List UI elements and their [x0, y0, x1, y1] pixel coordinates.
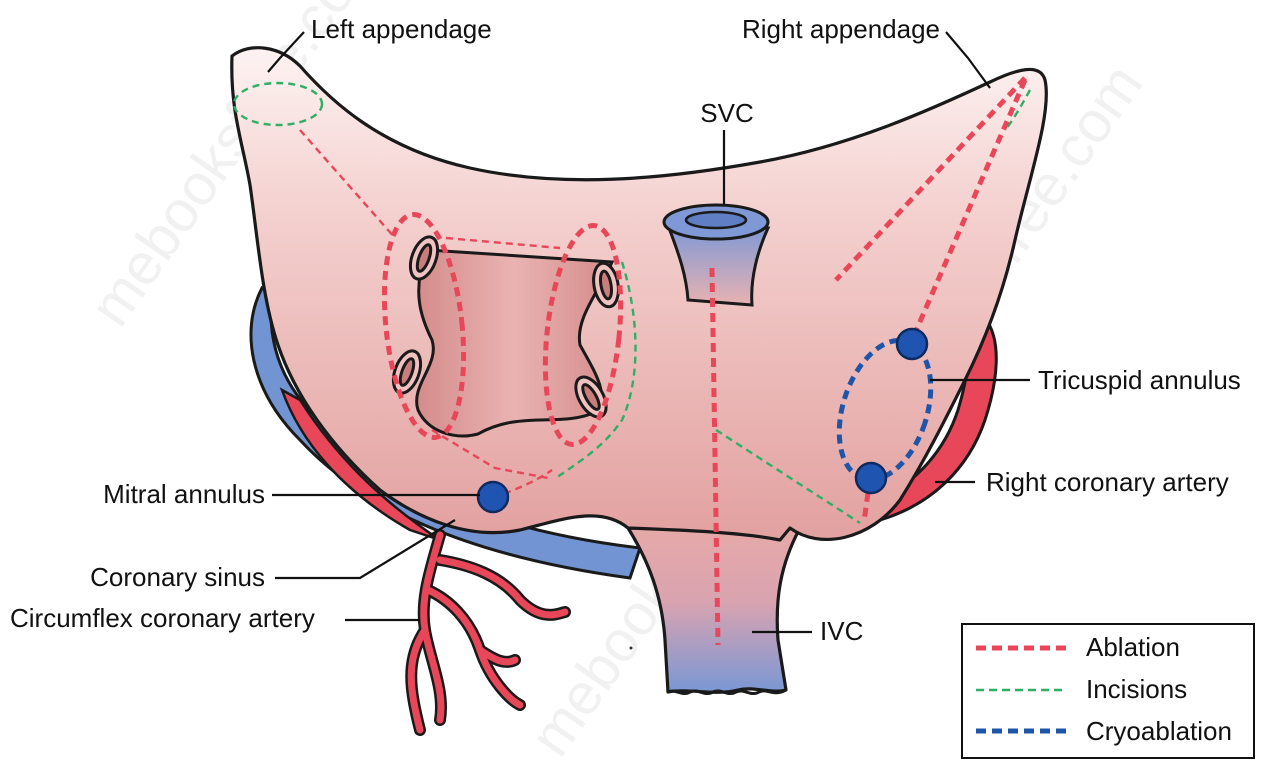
ablation-right-pv-isolation — [542, 223, 624, 447]
legend-label-ablation: Ablation — [1086, 632, 1180, 662]
pulmonary-vein-box — [415, 248, 615, 438]
cryo-point-mitral — [476, 480, 510, 514]
label-right-appendage: Right appendage — [742, 14, 940, 44]
incision-right-appendage — [1004, 89, 1032, 131]
label-right-coronary-artery: Right coronary artery — [986, 467, 1229, 497]
labels: Left appendage Right appendage SVC IVC M… — [10, 14, 1241, 646]
ablation-free-wall-line — [909, 79, 1028, 341]
label-svc: SVC — [700, 98, 753, 128]
legend-label-incisions: Incisions — [1086, 674, 1187, 704]
svc-vessel — [662, 203, 771, 307]
label-tricuspid-annulus: Tricuspid annulus — [1038, 365, 1241, 395]
label-ivc: IVC — [820, 616, 863, 646]
label-coronary-sinus: Coronary sinus — [90, 562, 265, 592]
legend-item-ablation: Ablation — [976, 632, 1180, 662]
ablation-lines — [299, 76, 1028, 646]
incision-lines — [232, 81, 1032, 525]
ablation-right-appendage-line — [834, 76, 1027, 282]
ablation-mitral-line — [492, 469, 553, 500]
legend-item-cryoablation: Cryoablation — [976, 716, 1232, 746]
incision-left-appendage — [232, 81, 324, 127]
label-circumflex: Circumflex coronary artery — [10, 603, 315, 633]
ablation-left-pv-isolation — [381, 212, 467, 440]
leader-right-appendage — [945, 31, 991, 89]
cryo-point-tricuspid-upper — [895, 327, 929, 361]
ivc-cut-edge — [667, 688, 787, 696]
circumflex-branches — [405, 529, 571, 736]
label-mitral-annulus: Mitral annulus — [103, 479, 265, 509]
pulmonary-vein-left-upper — [408, 235, 440, 281]
leader-left-appendage — [267, 31, 305, 73]
ablation-svc-ivc-line — [709, 267, 721, 646]
pulmonary-vein-right-upper — [592, 261, 620, 309]
label-left-appendage: Left appendage — [311, 14, 492, 44]
incision-svc-ivc — [715, 428, 861, 525]
leader-coronary-sinus — [275, 519, 456, 580]
legend: Ablation Incisions Cryoablation — [961, 623, 1255, 759]
incision-pv-right — [555, 261, 637, 479]
speck — [629, 646, 633, 650]
legend-item-incisions: Incisions — [976, 674, 1187, 704]
cryo-point-tricuspid-lower — [854, 461, 888, 495]
legend-label-cryoablation: Cryoablation — [1086, 716, 1232, 746]
ablation-pv-to-mitral — [431, 428, 549, 480]
